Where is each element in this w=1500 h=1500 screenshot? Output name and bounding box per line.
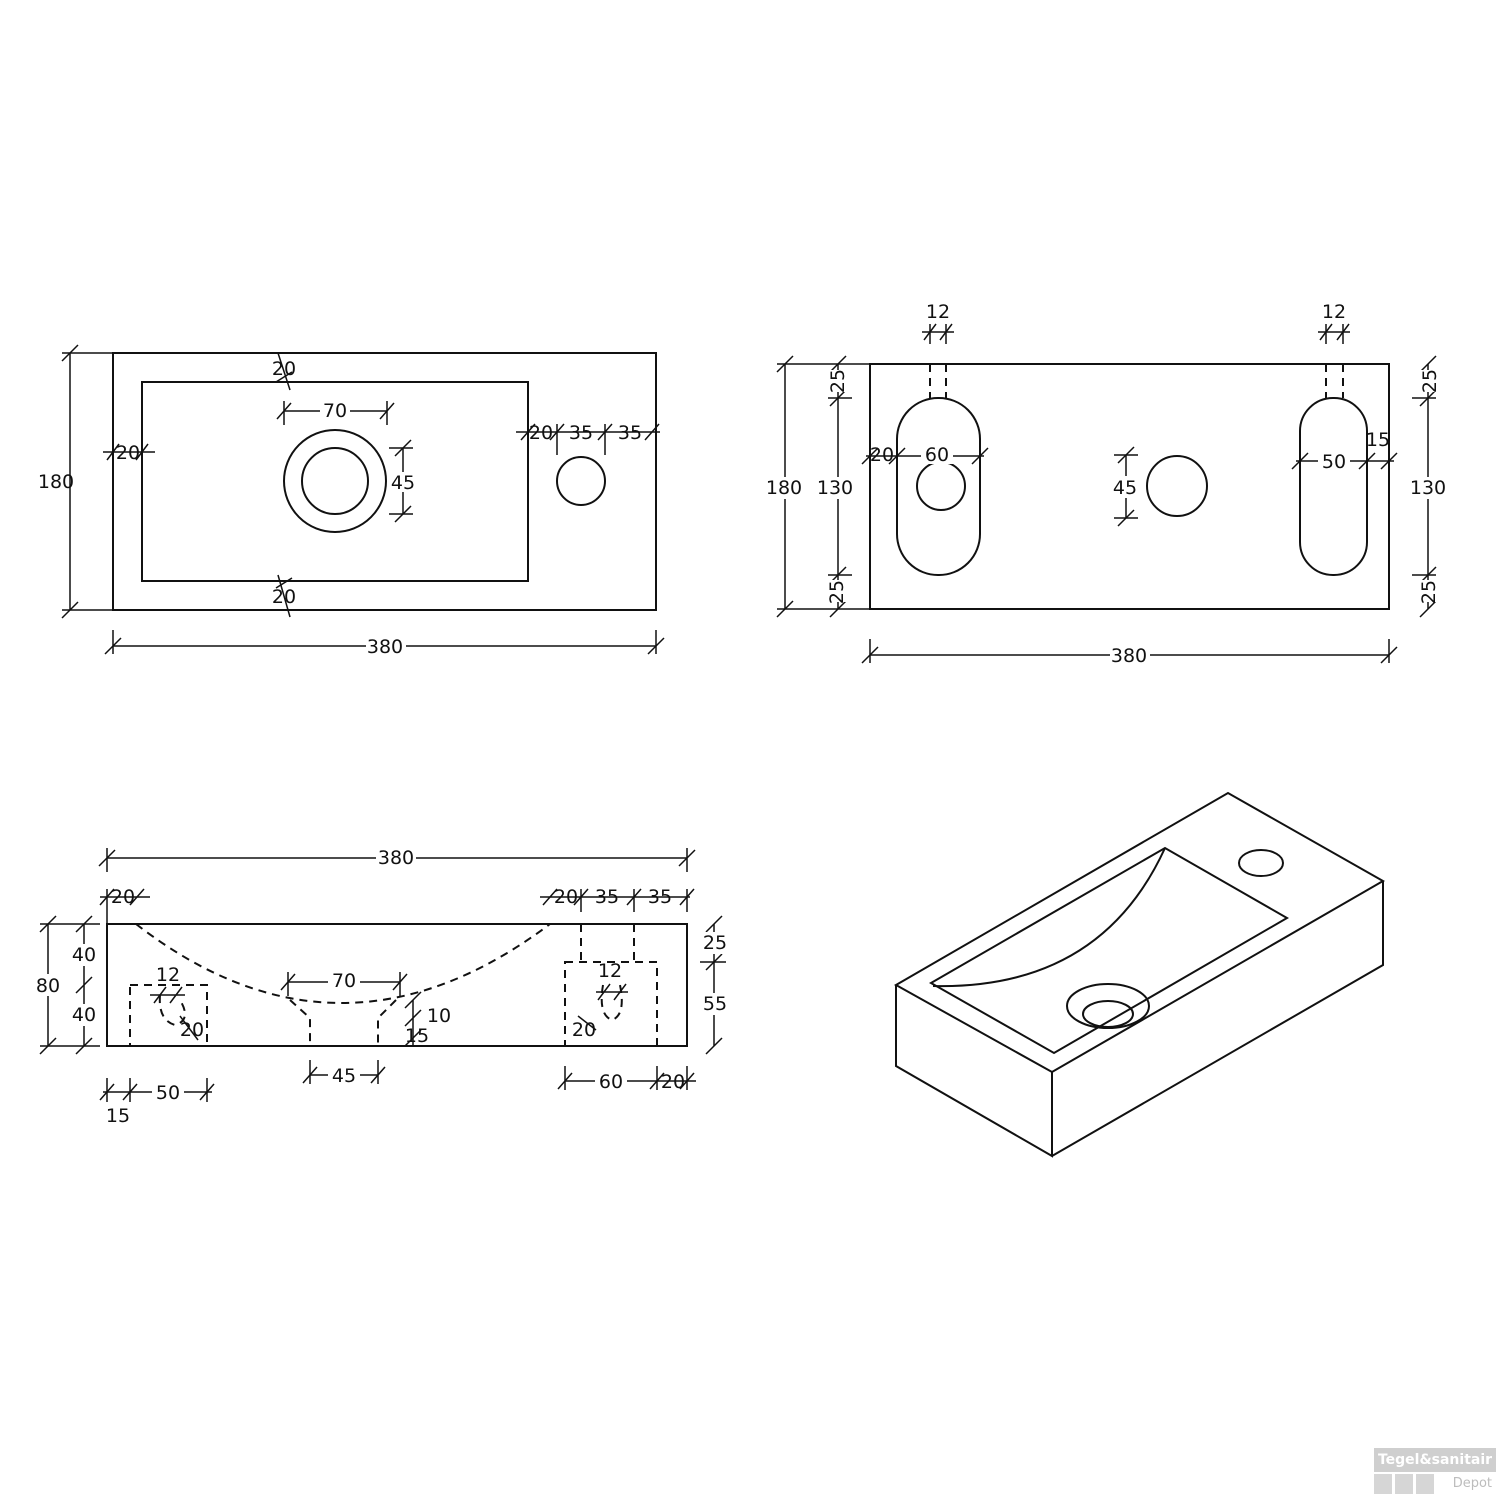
watermark-logo: Tegel&sanitair Depot (1374, 1448, 1496, 1494)
bottom-slot-right-width-label: 50 (1322, 451, 1346, 473)
drain-right-wall (377, 999, 397, 1046)
section-drain-step-label: 10 (427, 1005, 451, 1027)
section-right-anchor-depth-label: 20 (572, 1019, 596, 1041)
iso-tap-hole (1238, 849, 1284, 877)
bottom-slot-left-width-label: 60 (925, 444, 949, 466)
bottom-slot-right-edge-label: 15 (1366, 429, 1390, 451)
top-view-outline (112, 352, 657, 611)
watermark-brand: Tegel&sanitair (1374, 1448, 1496, 1472)
isometric-view (893, 791, 1386, 1158)
section-right-lower-label: 55 (703, 993, 727, 1015)
section-height-label: 80 (36, 975, 60, 997)
anchor-hole-left (916, 461, 966, 511)
watermark-sub: Depot (1452, 1476, 1492, 1491)
drop-icon (1374, 1474, 1392, 1494)
section-width-label: 380 (378, 847, 414, 869)
bottom-drain-label: 45 (1113, 477, 1137, 499)
section-drain-bottom-label: 45 (332, 1065, 356, 1087)
tile-icon (1416, 1474, 1434, 1494)
section-bottom-right-width-label: 60 (599, 1071, 623, 1093)
section-view: 380 20 20 35 35 80 40 40 (32, 847, 730, 1127)
iso-front-face (895, 985, 1053, 1158)
basin-curve (135, 923, 551, 1004)
anchor-left (158, 994, 186, 1027)
watermark-bottom: Depot (1374, 1474, 1496, 1494)
top-view: 180 380 20 20 20 70 4 (38, 344, 665, 658)
bottom-left-middle-label: 130 (817, 477, 853, 499)
section-left-edge-label: 20 (111, 886, 135, 908)
bottom-view-outline (869, 363, 1390, 610)
top-tap-edge-label: 35 (618, 422, 642, 444)
bottom-right-top-label: 25 (1419, 369, 1441, 393)
section-tap-edge-label: 35 (648, 886, 672, 908)
bottom-anchor-left-label: 12 (926, 301, 950, 323)
iso-basin-curve (932, 847, 1166, 988)
bottom-slot-left-edge-label: 20 (870, 444, 894, 466)
top-view-basin (141, 381, 529, 582)
top-drain-inner-label: 45 (391, 472, 415, 494)
bottom-right-bottom-label: 25 (1418, 580, 1440, 604)
bottom-left-top-label: 25 (827, 369, 849, 393)
top-border-left-label: 20 (116, 442, 140, 464)
section-outline (106, 923, 688, 1047)
section-right-anchor-label: 12 (598, 960, 622, 982)
mount-slot-left (896, 397, 981, 576)
iso-drain-inner (1082, 1000, 1134, 1028)
section-left-anchor-depth-label: 20 (180, 1019, 204, 1041)
section-lower-label: 40 (72, 1004, 96, 1026)
section-drain-top-label: 70 (332, 970, 356, 992)
iso-basin-rim (928, 846, 1290, 1055)
mount-box-right (564, 961, 658, 1047)
drain-inner-circle (301, 447, 369, 515)
section-bottom-left-edge-label: 15 (106, 1105, 130, 1127)
bottom-height-label: 180 (766, 477, 802, 499)
bottom-left-bottom-label: 25 (826, 580, 848, 604)
iso-side-face (1051, 881, 1384, 1157)
mount-slot-right (1299, 397, 1368, 576)
tap-hole (556, 456, 606, 506)
bottom-width-label: 380 (1111, 645, 1147, 667)
bottom-anchor-right-label: 12 (1322, 301, 1346, 323)
drain-left-wall (289, 999, 311, 1046)
section-tap-offset-label: 35 (595, 886, 619, 908)
top-border-top-label: 20 (272, 358, 296, 380)
iso-top-face (893, 791, 1386, 1074)
mount-box-left (129, 984, 208, 1047)
section-drain-base-label: 15 (405, 1025, 429, 1047)
top-drain-outer-label: 70 (323, 400, 347, 422)
tile-icon (1395, 1474, 1413, 1494)
drain-hole (1146, 455, 1208, 517)
top-border-right-label: 20 (529, 422, 553, 444)
anchor-right (600, 984, 623, 1022)
section-right-top-label: 25 (703, 932, 727, 954)
section-upper-label: 40 (72, 944, 96, 966)
top-height-label: 180 (38, 471, 74, 493)
section-bottom-right-edge-label: 20 (661, 1071, 685, 1093)
top-width-label: 380 (367, 636, 403, 658)
section-left-anchor-label: 12 (156, 964, 180, 986)
top-border-bottom-label: 20 (272, 586, 296, 608)
section-bottom-left-width-label: 50 (156, 1082, 180, 1104)
bottom-view: 12 12 180 25 130 25 (766, 301, 1450, 667)
drain-outer-circle (283, 429, 387, 533)
top-tap-offset-label: 35 (569, 422, 593, 444)
section-right-edge-label: 20 (554, 886, 578, 908)
bottom-right-middle-label: 130 (1410, 477, 1446, 499)
